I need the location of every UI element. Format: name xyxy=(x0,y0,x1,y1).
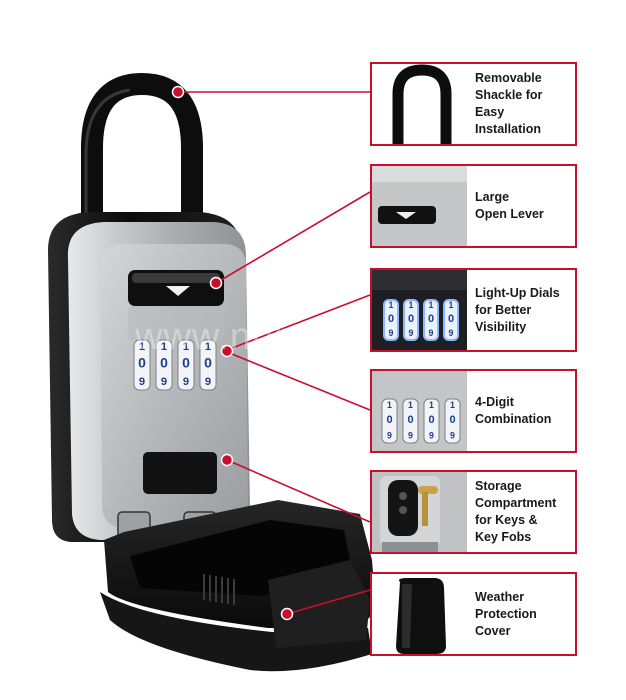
dial-digit: 9 xyxy=(449,328,454,338)
dial-digit: 1 xyxy=(389,300,394,310)
leader-dots xyxy=(171,85,294,621)
dial-digit: 0 xyxy=(388,313,394,325)
dial-digit: 1 xyxy=(139,341,145,353)
dial-digit: 1 xyxy=(409,300,414,310)
callout-label: Large Open Lever xyxy=(475,190,544,221)
dial-wheel: 1 0 9 xyxy=(155,339,173,391)
callout-label: Light-Up Dials for Better Visibility xyxy=(475,285,560,334)
cover-icon xyxy=(372,574,467,654)
lower-slot xyxy=(143,452,217,494)
combination-dials: 1 0 9 1 0 9 1 0 9 1 0 9 xyxy=(133,339,217,391)
lit-dials-icon: 1 0 9 1 0 9 1 0 9 1 0 9 xyxy=(372,270,467,350)
dial-digit: 9 xyxy=(409,328,414,338)
callout-label: 4-Digit Combination xyxy=(475,395,552,426)
dial-digit: 9 xyxy=(139,376,145,388)
dial-wheel: 1 0 9 xyxy=(177,339,195,391)
dial-digit: 1 xyxy=(161,341,167,353)
dial-digit: 9 xyxy=(205,376,211,388)
dial-digit: 9 xyxy=(429,431,434,441)
dial-wheel: 1 0 9 xyxy=(402,398,419,444)
dial-digit: 9 xyxy=(183,376,189,388)
dial-wheel: 1 0 9 xyxy=(381,398,398,444)
dial-wheel: 1 0 9 xyxy=(443,299,459,341)
dial-digit: 9 xyxy=(161,376,167,388)
callout-label: Weather Protection Cover xyxy=(475,589,537,638)
dial-wheel: 1 0 9 xyxy=(403,299,419,341)
callout-label: Storage Compartment for Keys & Key Fobs xyxy=(475,479,557,544)
callout-combination: 1 0 9 1 0 9 1 0 9 1 0 9 4-Digit Combination xyxy=(370,369,577,453)
callout-cover: Weather Protection Cover xyxy=(370,572,577,656)
dial-digit: 1 xyxy=(205,341,211,353)
open-lever xyxy=(128,270,224,340)
dial-digit: 0 xyxy=(407,414,413,426)
dial-wheel: 1 0 9 xyxy=(444,398,461,444)
dial-digit: 1 xyxy=(429,400,434,410)
dial-wheel: 1 0 9 xyxy=(423,299,439,341)
dial-wheel: 1 0 9 xyxy=(199,339,217,391)
dial-digit: 0 xyxy=(428,414,434,426)
dial-digit: 0 xyxy=(386,414,392,426)
callout-dials: 1 0 9 1 0 9 1 0 9 1 0 9 Light-Up Dials for Better V… xyxy=(370,268,577,352)
dial-digit: 1 xyxy=(408,400,413,410)
dials-icon: 1 0 9 1 0 9 1 0 9 1 0 9 xyxy=(372,371,467,451)
dial-digit: 0 xyxy=(448,313,454,325)
dial-digit: 9 xyxy=(389,328,394,338)
open-cover xyxy=(100,500,376,672)
dial-wheel: 1 0 9 xyxy=(423,398,440,444)
dial-digit: 0 xyxy=(408,313,414,325)
dial-digit: 1 xyxy=(387,400,392,410)
dial-wheel: 1 0 9 xyxy=(383,299,399,341)
callout-lever: Large Open Lever xyxy=(370,164,577,248)
dial-digit: 1 xyxy=(183,341,189,353)
dial-digit: 9 xyxy=(387,431,392,441)
dial-digit: 0 xyxy=(204,355,212,371)
shackle-icon xyxy=(372,64,467,144)
callout-storage: Storage Compartment for Keys & Key Fobs xyxy=(370,470,577,554)
leader-lines xyxy=(178,91,371,615)
key-fob-icon xyxy=(372,472,467,552)
dial-digit: 0 xyxy=(138,355,146,371)
callout-label: Removable Shackle for Easy Installation xyxy=(475,71,543,136)
dial-digit: 9 xyxy=(429,328,434,338)
dial-digit: 9 xyxy=(408,431,413,441)
dial-digit: 0 xyxy=(160,355,168,371)
shackle xyxy=(81,72,203,239)
callout-shackle: Removable Shackle for Easy Installation xyxy=(370,62,577,146)
dial-digit: 1 xyxy=(429,300,434,310)
dial-digit: 1 xyxy=(450,400,455,410)
dial-digit: 9 xyxy=(450,431,455,441)
dial-digit: 0 xyxy=(182,355,190,371)
lever-icon xyxy=(372,166,467,246)
dial-digit: 1 xyxy=(449,300,454,310)
dial-digit: 0 xyxy=(449,414,455,426)
dial-wheel: 1 0 9 xyxy=(133,339,151,391)
dial-digit: 0 xyxy=(428,313,434,325)
